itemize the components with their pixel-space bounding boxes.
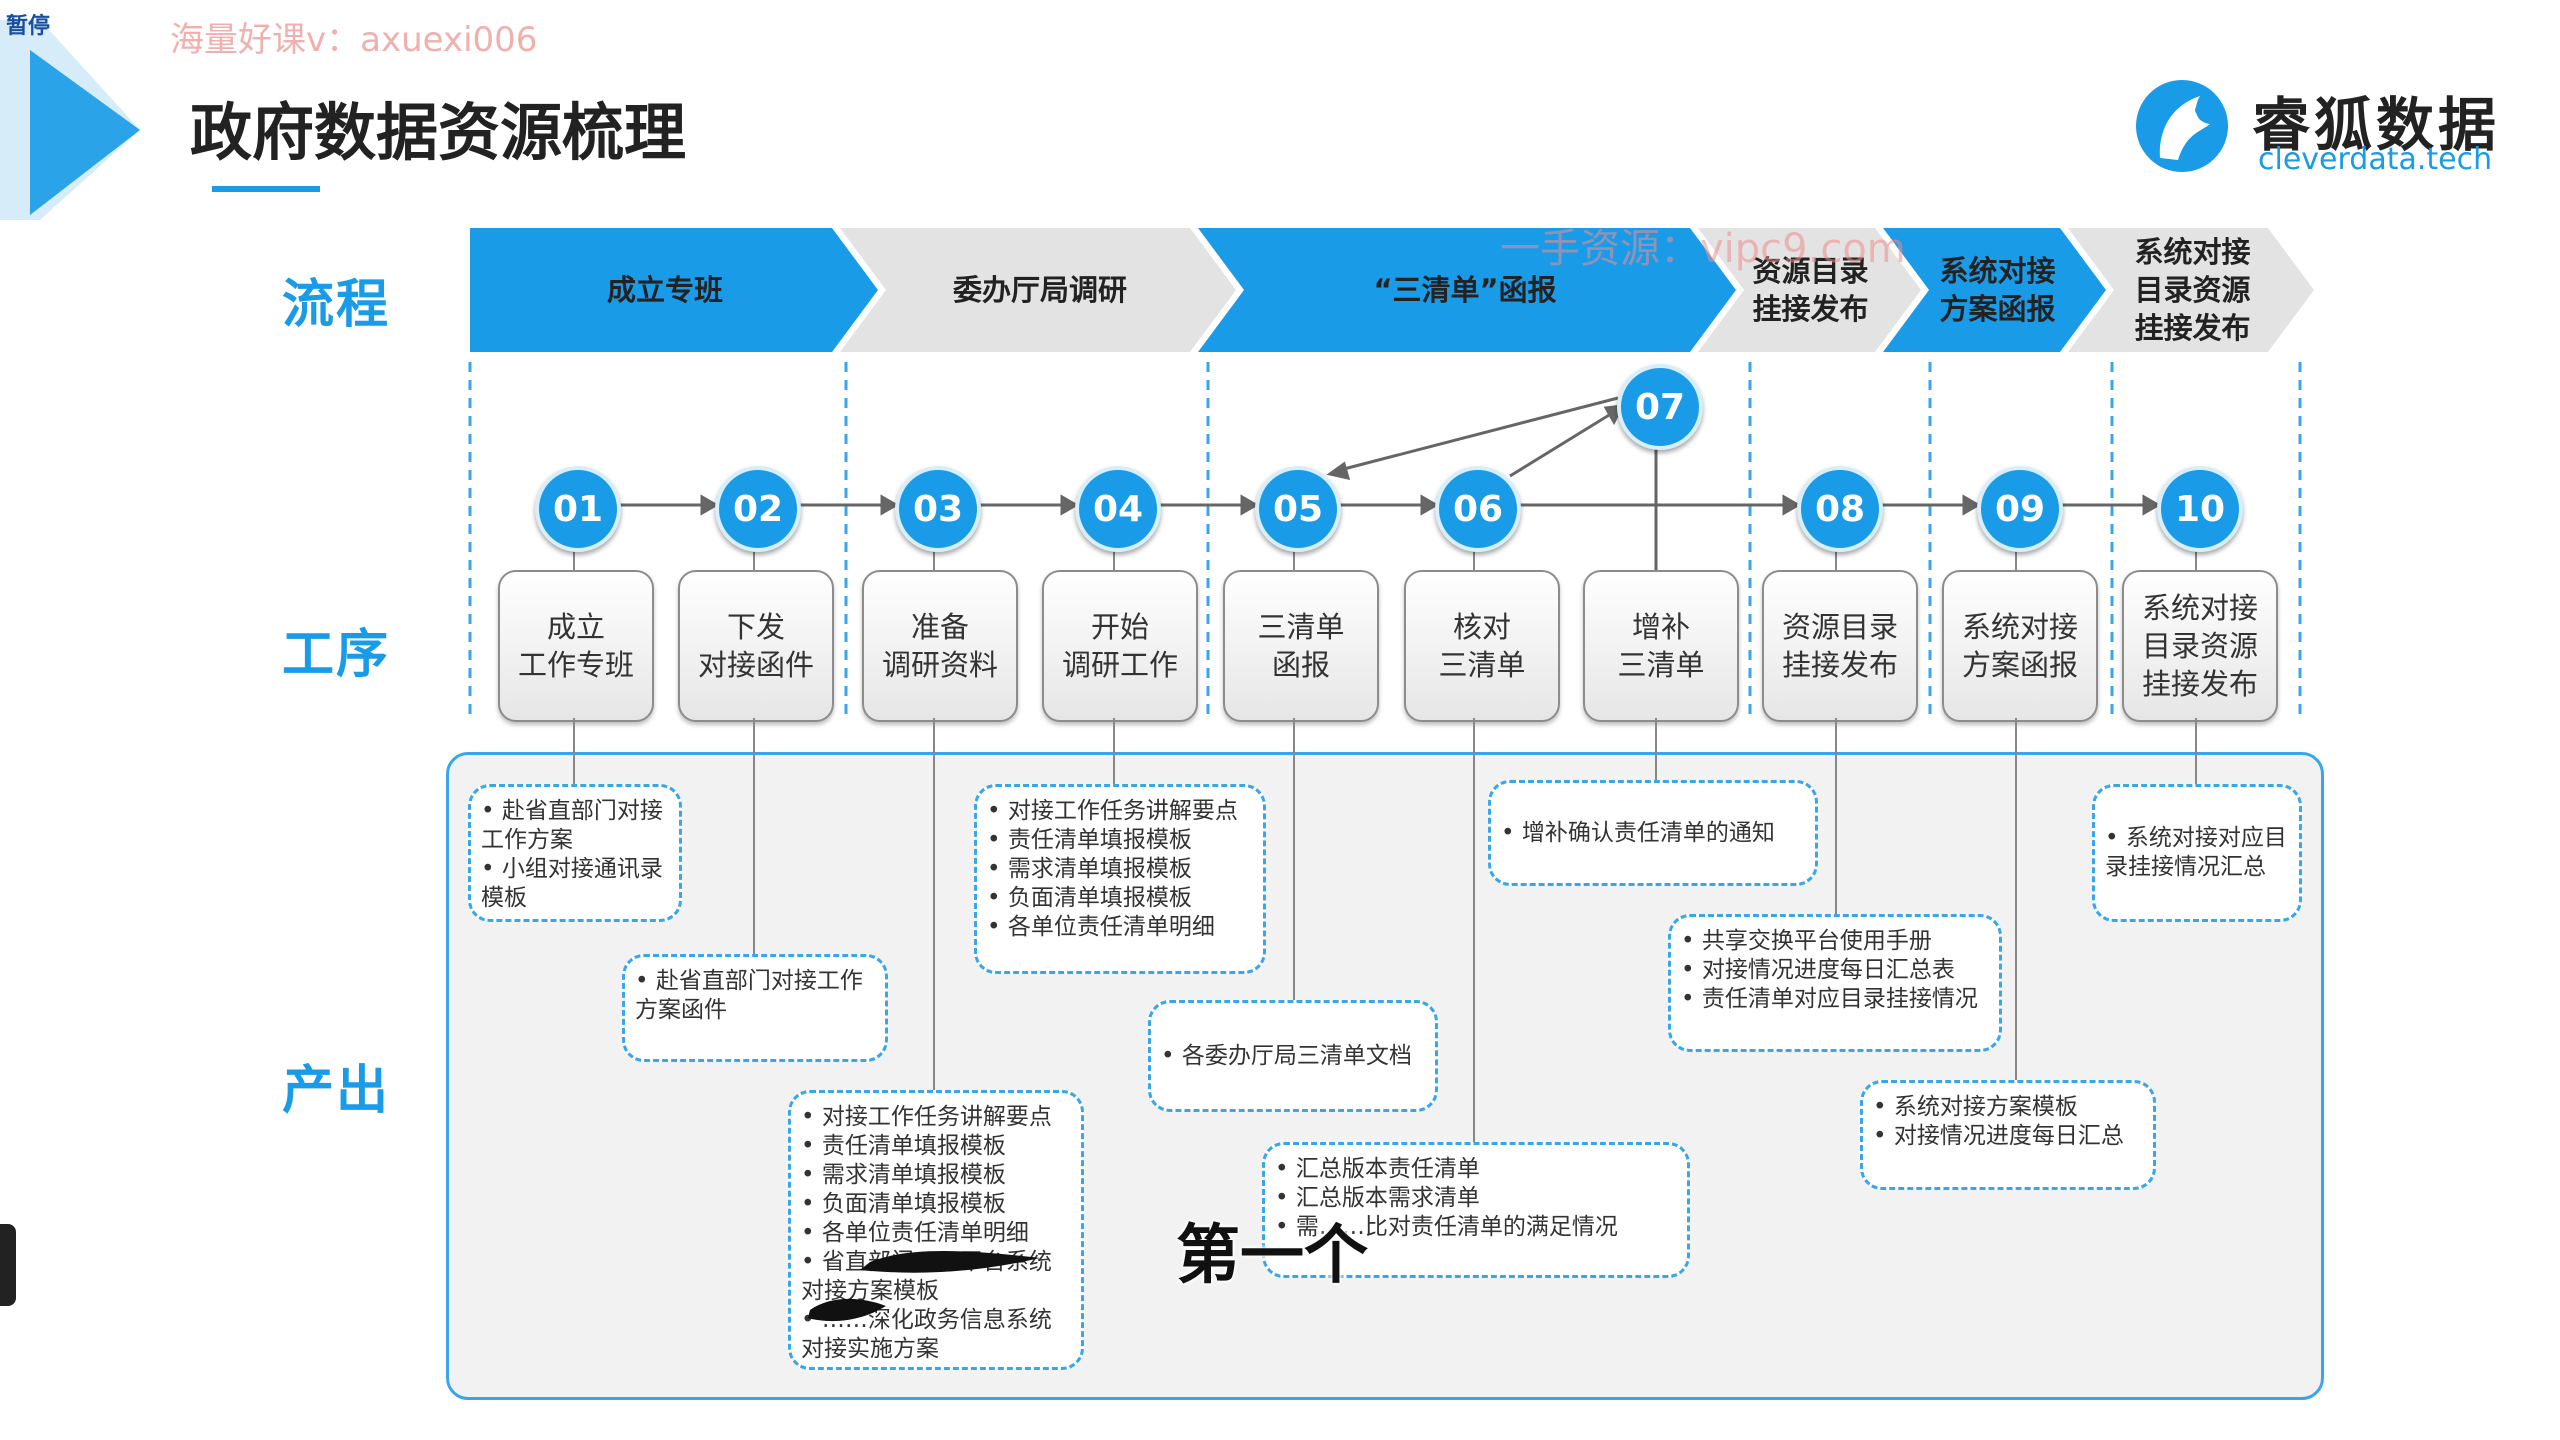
output-box-09: 系统对接方案模板 对接情况进度每日汇总 [1860,1080,2156,1190]
flow-chevron-6 [2068,228,2314,352]
step-box-05: 三清单 函报 [1223,570,1379,722]
output-box-10: 系统对接对应目录挂接情况汇总 [2092,784,2302,922]
output-item: 各单位责任清单明细 [801,1219,1071,1248]
step-box-01: 成立 工作专班 [498,570,654,722]
flow-stage-2: 委办厅局调研 [952,273,1127,307]
output-box-06: 汇总版本责任清单 汇总版本需求清单 需……比对责任清单的满足情况 [1262,1142,1690,1278]
output-box-04: 对接工作任务讲解要点 责任清单填报模板 需求清单填报模板 负面清单填报模板 各单… [974,784,1266,974]
output-item: 需求清单填报模板 [987,855,1253,884]
row-label-steps: 工序 [282,625,391,685]
output-item: 赴省直部门对接工作方案函件 [635,967,875,1025]
output-item: 对接情况进度每日汇总 [1873,1122,2143,1151]
row-label-outputs: 产出 [282,1061,391,1121]
step-number-07: 07 [1617,364,1703,450]
flow-chevron-3 [1198,228,1736,352]
flow-chevron-5 [1883,228,2106,352]
step-box-04: 开始 调研工作 [1042,570,1198,722]
brand-url: cleverdata.tech [2258,142,2493,177]
flow-chevron-2 [840,228,1236,352]
flow-stage-5: 系统对接 方案函报 [1939,254,2056,326]
video-subtitle: 第一个 [1176,1219,1368,1293]
output-box-07: 增补确认责任清单的通知 [1488,780,1818,886]
output-box-01: 赴省直部门对接工作方案 小组对接通讯录模板 [468,784,682,922]
flow-stage-3: “三清单”函报 [1373,273,1557,307]
step-box-09: 系统对接 方案函报 [1942,570,2098,722]
paused-indicator[interactable]: 暂停 [6,14,51,39]
brand-name: 睿狐数据 [2252,91,2501,159]
output-item: 负面清单填报模板 [987,884,1253,913]
corner-decoration [0,20,140,220]
side-handle[interactable] [0,1224,16,1306]
output-item: 责任清单填报模板 [987,826,1253,855]
flow-chevron-4 [1698,228,1921,352]
flow-chevron-1 [470,228,878,352]
step-number-01: 01 [535,466,621,552]
flow-stage-1: 成立专班 [606,273,723,307]
step-box-06: 核对 三清单 [1404,570,1560,722]
step-number-10: 10 [2157,466,2243,552]
step-number-02: 02 [715,466,801,552]
step-box-07: 增补 三清单 [1583,570,1739,722]
output-item: 小组对接通讯录模板 [481,855,669,913]
fox-logo-icon [2136,80,2228,172]
step-box-10: 系统对接 目录资源 挂接发布 [2122,570,2278,722]
output-item: 系统对接对应目录挂接情况汇总 [2105,824,2289,882]
output-item: 系统对接方案模板 [1873,1093,2143,1122]
output-item: 赴省直部门对接工作方案 [481,797,669,855]
step-number-08: 08 [1797,466,1883,552]
output-item: 各委办厅局三清单文档 [1161,1042,1412,1071]
output-item: 需求清单填报模板 [801,1161,1071,1190]
output-item: 负面清单填报模板 [801,1190,1071,1219]
flow-stage-6: 系统对接 目录资源 挂接发布 [2134,235,2251,345]
output-item: 对接工作任务讲解要点 [987,797,1253,826]
row-label-flow: 流程 [282,275,391,335]
title-underline [212,186,320,192]
output-item: 汇总版本责任清单 [1275,1155,1677,1184]
step-number-03: 03 [895,466,981,552]
output-box-08: 共享交换平台使用手册 对接情况进度每日汇总表 责任清单对应目录挂接情况 [1668,914,2002,1052]
output-box-03: 对接工作任务讲解要点 责任清单填报模板 需求清单填报模板 负面清单填报模板 各单… [788,1090,1084,1370]
step-number-04: 04 [1075,466,1161,552]
watermark-top: 海量好课v：axuexi006 [170,20,538,60]
output-item: 共享交换平台使用手册 [1681,927,1989,956]
step-box-08: 资源目录 挂接发布 [1762,570,1918,722]
output-item: 汇总版本需求清单 [1275,1184,1677,1213]
step-number-05: 05 [1255,466,1341,552]
output-box-05: 各委办厅局三清单文档 [1148,1000,1438,1112]
step-number-09: 09 [1977,466,2063,552]
step-number-06: 06 [1435,466,1521,552]
flow-stage-4: 资源目录 挂接发布 [1752,254,1869,326]
page-title: 政府数据资源梳理 [190,96,687,169]
output-box-02: 赴省直部门对接工作方案函件 [622,954,888,1062]
output-item: 需……比对责任清单的满足情况 [1275,1213,1677,1242]
output-item: 责任清单对应目录挂接情况 [1681,985,1989,1014]
output-item: 对接工作任务讲解要点 [801,1103,1071,1132]
output-item: 增补确认责任清单的通知 [1501,819,1775,848]
step-box-02: 下发 对接函件 [678,570,834,722]
output-item: 各单位责任清单明细 [987,913,1253,942]
watermark-mid: 一手资源：vipc9.com [1500,226,1906,272]
output-item: 对接情况进度每日汇总表 [1681,956,1989,985]
step-box-03: 准备 调研资料 [862,570,1018,722]
output-item: 责任清单填报模板 [801,1132,1071,1161]
redaction-mark [808,1251,1040,1322]
output-item: 省直部门……平台系统对接方案模板 [801,1248,1071,1306]
